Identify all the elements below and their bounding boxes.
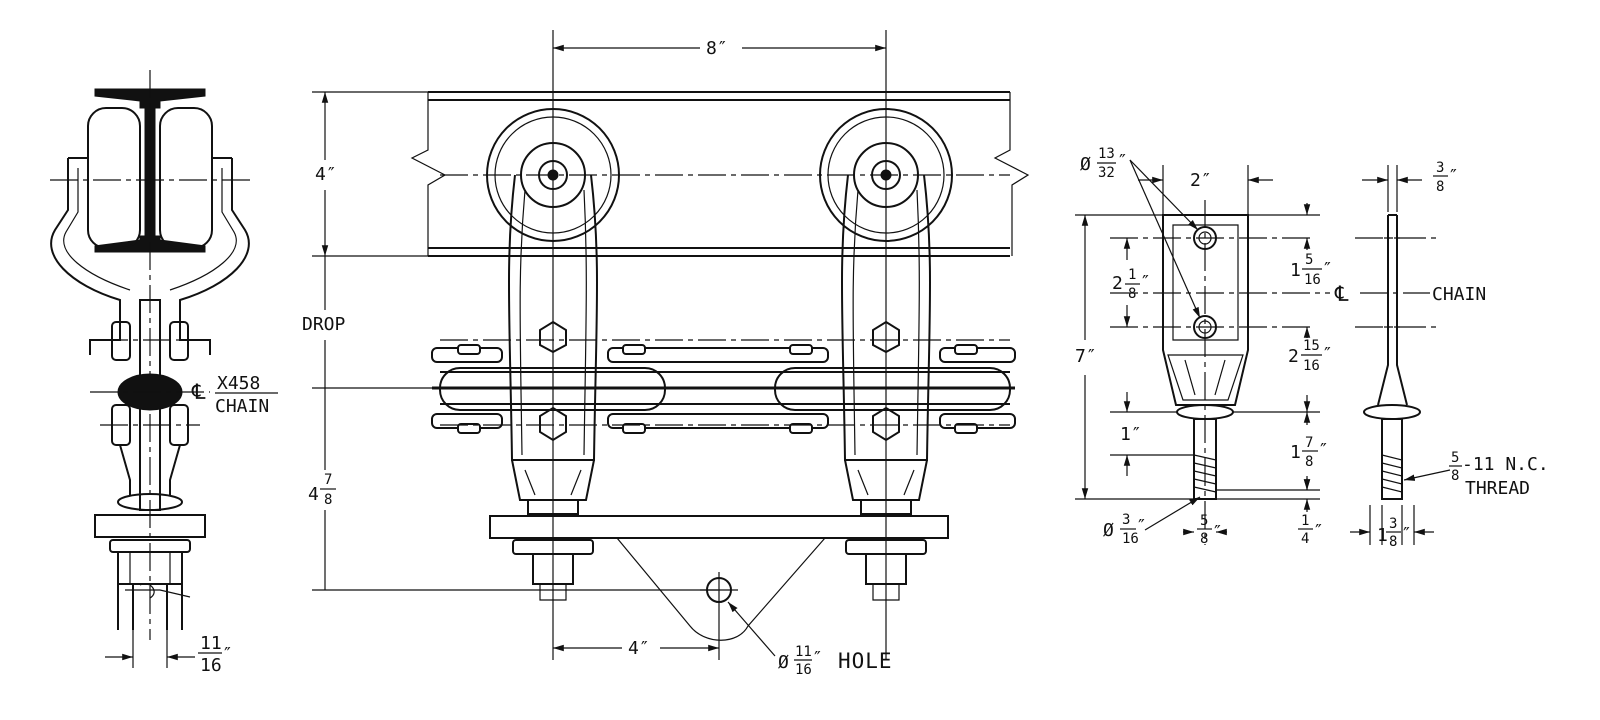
left-wheel [87,107,141,249]
hole-word: HOLE [838,649,893,673]
hole-inch: ″ [812,648,823,669]
thread-spec-numerator: 5 [1451,450,1459,466]
side-chain-model: X458 [217,373,260,394]
thread-word: THREAD [1465,478,1530,499]
side-load-plate [94,514,206,538]
side-view: 11 16 ″ ℄ X458 CHAIN [50,70,278,676]
base-numerator: 1 [1301,513,1309,529]
rail-break-right [993,92,1030,256]
top-offset-denominator: 16 [1304,272,1321,288]
top-span-dimension: 8″ [706,38,728,59]
edge-view: 3 8 ″ 1 3 8 ″ ℄ CHAIN 5 8 -11 N.C. THREA… [1334,160,1549,550]
stud-length-dimension: 1″ [1120,424,1142,445]
stud-dia-numerator: 5 [1200,513,1208,529]
mid-offset-inch: ″ [1322,344,1333,365]
rail-break-left [410,92,447,256]
pitch-denominator: 8 [1128,286,1136,302]
side-width-inch: ″ [222,644,233,665]
thread-len-numerator: 7 [1305,435,1313,451]
mid-offset-whole: 2 [1288,346,1299,367]
top-offset-numerator: 5 [1305,252,1313,268]
drop-label: DROP [302,314,346,335]
yoke-left [50,158,121,355]
stud-dia-denominator: 8 [1200,531,1208,547]
top-hole-dia-symbol: Ø [1080,154,1091,175]
hanger-plate [616,537,826,641]
top-hole-inch: ″ [1117,151,1128,172]
mid-offset-numerator: 15 [1303,338,1320,354]
edge-stud-inch: ″ [1401,524,1412,545]
small-hole-inch: ″ [1136,516,1147,537]
mid-offset-denominator: 16 [1303,358,1320,374]
top-hole-numerator: 13 [1098,146,1115,162]
edge-centerline-symbol: ℄ [1334,282,1349,306]
base-denominator: 4 [1301,531,1309,547]
bottom-dim-numerator: 7 [324,472,332,488]
hole-dia-numerator: 11 [795,644,812,660]
side-width-denominator: 16 [200,655,222,676]
rail-height-dimension: 4″ [315,164,337,185]
top-hole-denominator: 32 [1098,165,1115,181]
side-chain-word: CHAIN [215,396,269,417]
right-wheel [159,107,213,249]
pitch-inch: ″ [1140,272,1151,293]
thread-len-denominator: 8 [1305,454,1313,470]
pitch-whole: 2 [1112,273,1123,294]
thread-len-whole: 1 [1290,442,1301,463]
bracket-overall-dimension: 7″ [1075,346,1097,367]
front-view: 8″ 4″ DROP 4 7 8 [302,30,1030,678]
hole-dia-denominator: 16 [795,662,812,678]
top-offset-inch: ″ [1322,259,1333,280]
base-inch: ″ [1313,521,1324,542]
bottom-dim-denominator: 8 [324,492,332,508]
edge-thickness-numerator: 3 [1436,160,1444,176]
thread-len-inch: ″ [1318,440,1329,461]
small-hole-dia-symbol: Ø [1103,520,1114,541]
edge-stud-numerator: 3 [1389,516,1397,532]
load-bar [489,515,949,539]
chain-centerline-symbol: ℄ [191,380,206,404]
bracket-view: 2″ 7″ 2 1 8 ″ [1075,146,1333,547]
hole-offset-dimension: 4″ [628,638,650,659]
edge-stud-whole: 1 [1377,525,1388,546]
edge-thickness-inch: ″ [1448,166,1459,187]
thread-spec-rest: -11 N.C. [1462,454,1549,475]
yoke-right [179,158,250,355]
side-width-numerator: 11 [200,633,222,654]
small-hole-denominator: 16 [1122,531,1139,547]
chain-links [431,344,1016,434]
edge-cl-label: CHAIN [1432,284,1486,305]
hole-dia-symbol: Ø [778,652,789,673]
stud-dia-inch: ″ [1212,522,1223,543]
small-hole-numerator: 3 [1122,512,1130,528]
edge-thickness-denominator: 8 [1436,179,1444,195]
bracket-width-dimension: 2″ [1190,170,1212,191]
i-beam-top-flange [94,88,206,109]
thread-spec-denominator: 8 [1451,468,1459,484]
pitch-numerator: 1 [1128,267,1136,283]
edge-stud-denominator: 8 [1389,534,1397,550]
bottom-dim-whole: 4 [308,484,319,505]
top-offset-whole: 1 [1290,260,1301,281]
